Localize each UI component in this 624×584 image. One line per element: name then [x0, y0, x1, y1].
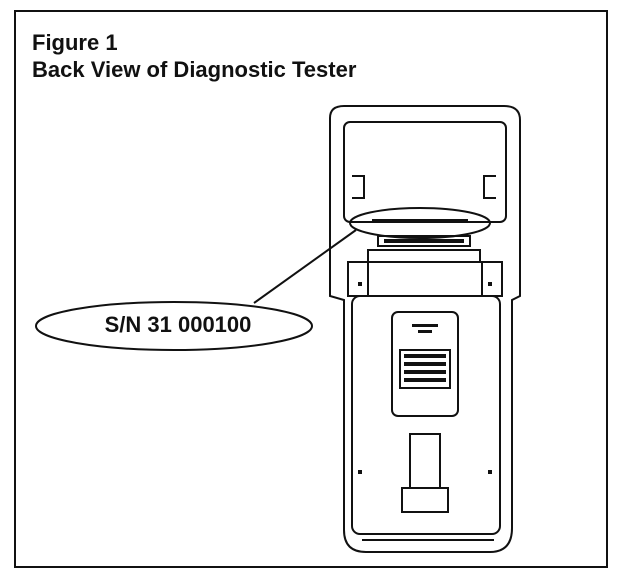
panel-mark — [418, 330, 432, 333]
serial-label-highlight — [349, 207, 491, 239]
screw — [488, 470, 492, 474]
figure-number: Figure 1 — [32, 30, 118, 55]
grille-bar — [404, 362, 446, 366]
shoulder-right — [481, 261, 503, 297]
connector-strip — [377, 235, 471, 247]
lower-body-frame — [351, 295, 501, 535]
figure-caption: Figure 1 Back View of Diagnostic Tester — [32, 29, 356, 83]
connector-strip-2 — [367, 249, 481, 263]
serial-number-label: S/N 31 000100 — [104, 312, 252, 337]
panel-speaker-grille — [399, 349, 451, 389]
screw — [488, 282, 492, 286]
screw — [358, 282, 362, 286]
right-clip — [483, 175, 496, 199]
shoulder-left — [347, 261, 369, 297]
cartridge-latch — [401, 487, 449, 513]
grille-bar — [404, 370, 446, 374]
grille-bar — [404, 354, 446, 358]
grille-bar — [404, 378, 446, 382]
rear-panel — [391, 311, 459, 417]
callout-leader — [253, 229, 357, 304]
panel-mark — [412, 324, 438, 327]
connector-pins — [384, 239, 464, 243]
device-body-outline — [329, 105, 521, 553]
serial-label-print — [372, 219, 468, 223]
serial-callout-ellipse — [35, 301, 313, 351]
upper-compartment — [343, 121, 507, 223]
cartridge-slot — [409, 433, 441, 489]
figure-frame — [14, 10, 608, 568]
figure-title: Back View of Diagnostic Tester — [32, 57, 357, 82]
screw — [358, 470, 362, 474]
left-clip — [352, 175, 365, 199]
